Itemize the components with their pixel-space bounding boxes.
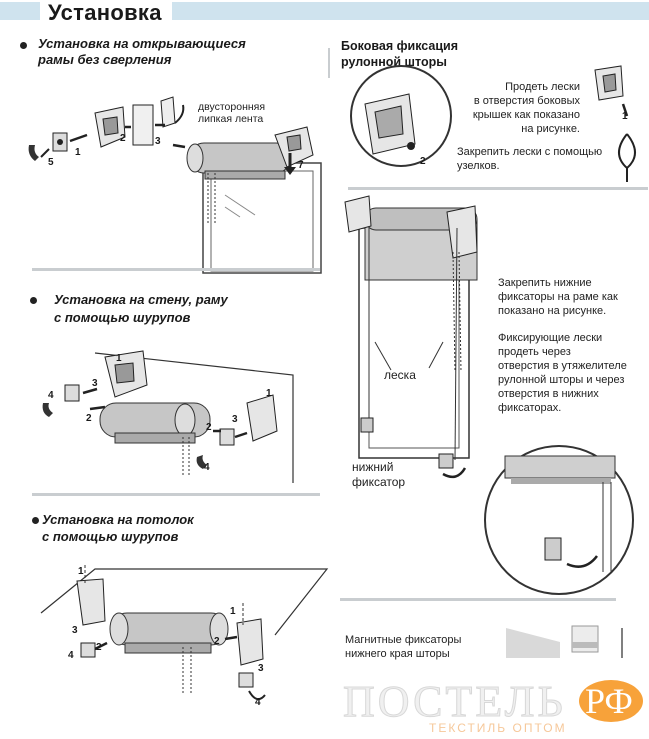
logo-subtitle: ТЕКСТИЛЬ ОПТОМ <box>429 721 567 735</box>
note3-line1: Закрепить нижние <box>498 277 592 289</box>
note2-line2: узелков. <box>457 160 500 172</box>
note4-line3: отверстия в утяжелителе <box>498 360 627 372</box>
fishing-line-label: леска <box>384 368 416 382</box>
step-number-3: 3 <box>92 378 98 389</box>
step-number-4: 4 <box>204 462 210 473</box>
section3-illustration <box>40 565 329 701</box>
step-number-1: 1 <box>266 388 272 399</box>
step-number-4: 4 <box>255 697 261 708</box>
header-bar-left <box>0 2 40 20</box>
step-number-7: 7 <box>298 160 304 171</box>
logo-badge-text: РФ <box>585 681 633 721</box>
step-number-1: 1 <box>78 566 84 577</box>
note4-line6: фиксаторах. <box>498 402 562 414</box>
note1-line4: на рисунке. <box>521 123 580 135</box>
section-divider-magnet <box>340 598 616 601</box>
section1-heading-line2: рамы без сверления <box>38 52 172 67</box>
section3-heading-line1: Установка на потолок <box>42 512 194 527</box>
step-number-2: 2 <box>120 133 126 144</box>
note4-line1: Фиксирующие лески <box>498 332 603 344</box>
section2-illustration <box>42 350 294 483</box>
page-title: Установка <box>48 0 162 25</box>
bullet-icon <box>30 297 37 304</box>
section-divider-right <box>348 187 648 190</box>
step-number-1: 1 <box>75 147 81 158</box>
note1-line1: Продеть лески <box>505 81 580 93</box>
section-divider-1 <box>32 268 320 271</box>
note4-line2: продеть через <box>498 346 571 358</box>
section2-heading-line2: с помощью шурупов <box>54 310 191 325</box>
logo-word: ПОСТЕЛЬ <box>343 677 566 727</box>
step-number-1: 1 <box>622 111 628 122</box>
step-number-5: 5 <box>48 157 54 168</box>
step-number-2: 2 <box>86 413 92 424</box>
step-number-1: 1 <box>116 353 122 364</box>
step-number-4: 4 <box>48 390 54 401</box>
step-number-3: 3 <box>258 663 264 674</box>
magnet-fixator-illustration <box>506 625 623 658</box>
column-divider <box>328 48 330 78</box>
step-number-3: 3 <box>232 414 238 425</box>
section2-heading-line1: Установка на стену, раму <box>54 292 228 307</box>
step-number-2: 2 <box>206 422 212 433</box>
header-bar-right <box>172 2 649 20</box>
section3-heading-line2: с помощью шурупов <box>42 529 179 544</box>
magnet-note-line1: Магнитные фиксаторы <box>345 634 462 646</box>
note1-line2: в отверстия боковых <box>473 95 580 107</box>
step-number-4: 4 <box>68 650 74 661</box>
step-number-1: 1 <box>230 606 236 617</box>
right-title-line2: рулонной шторы <box>341 55 447 69</box>
note4-line5: отверстия в нижних <box>498 388 599 400</box>
step-number-2: 2 <box>214 636 220 647</box>
note3-line3: показано на рисунке. <box>498 305 607 317</box>
step-number-3: 3 <box>155 136 161 147</box>
section1-heading-line1: Установка на открывающиеся <box>38 36 246 51</box>
side-fixation-detail-illustration <box>350 65 636 182</box>
section1-illustration <box>28 96 322 274</box>
tape-label-line2: липкая лента <box>198 113 264 125</box>
note1-line3: крышек как показано <box>472 109 580 121</box>
brand-logo: ПОСТЕЛЬ РФ ТЕКСТИЛЬ ОПТОМ <box>343 676 649 739</box>
bullet-icon <box>32 517 39 524</box>
window-fixation-illustration <box>344 195 634 595</box>
note4-line4: рулонной шторы и через <box>498 374 625 386</box>
section-divider-2 <box>32 493 320 496</box>
magnet-note-line2: нижнего края шторы <box>345 648 450 660</box>
bottom-fixator-label-line1: нижний <box>352 460 394 474</box>
step-number-3: 3 <box>72 625 78 636</box>
note2-line1: Закрепить лески с помощью <box>457 146 603 158</box>
right-title-line1: Боковая фиксация <box>341 39 459 53</box>
bullet-icon <box>20 42 27 49</box>
step-number-2: 2 <box>420 156 426 167</box>
logo-badge-circle <box>579 680 643 722</box>
note3-line2: фиксаторы на раме как <box>498 291 618 303</box>
tape-label-line1: двусторонняя <box>198 101 266 113</box>
step-number-2: 2 <box>96 642 102 653</box>
bottom-fixator-label-line2: фиксатор <box>352 475 406 489</box>
